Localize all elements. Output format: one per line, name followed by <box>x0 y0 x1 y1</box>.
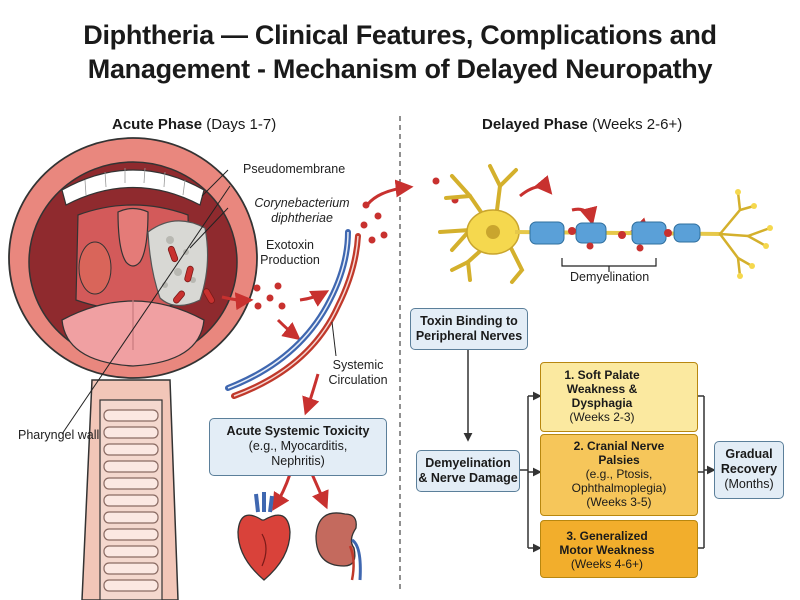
heart-icon <box>237 492 291 581</box>
stage-1-box: 1. Soft Palate Weakness & Dysphagia (Wee… <box>540 362 698 432</box>
acute-phase-label: Acute Phase <box>112 116 203 133</box>
acute-toxicity-title: Acute Systemic Toxicity <box>226 424 370 438</box>
delayed-phase-header: Delayed Phase (Weeks 2-6+) <box>482 116 682 133</box>
acute-toxicity-box: Acute Systemic Toxicity (e.g., Myocardit… <box>209 418 387 476</box>
bacterium-label-line2: diphtheriae <box>271 211 333 225</box>
acute-phase-days: (Days 1-7) <box>206 116 277 133</box>
title-line-2: Management - Mechanism of Delayed Neurop… <box>87 54 713 84</box>
recovery-box: Gradual Recovery (Months) <box>714 441 784 499</box>
demyelination-label: Demyelination <box>570 270 650 284</box>
recovery-line1: Gradual <box>725 447 773 461</box>
bacterium-label-line1: Corynebacterium <box>254 196 350 210</box>
stage-1-line3: Dysphagia <box>571 396 633 410</box>
recovery-line3: (Months) <box>724 477 774 491</box>
stage-2-line4: Ophthalmoplegia) <box>571 481 667 495</box>
stage-3-line3: (Weeks 4-6+) <box>570 557 644 571</box>
throat-illustration <box>8 137 258 600</box>
stage-2-line5: (Weeks 3-5) <box>586 495 652 509</box>
demyelination-box-line1: Demyelination <box>425 456 511 470</box>
demyelination-box: Demyelination & Nerve Damage <box>416 450 520 492</box>
stage-1-line4: (Weeks 2-3) <box>569 410 635 424</box>
page-title: Diphtheria — Clinical Features, Complica… <box>0 18 800 86</box>
exotoxin-label-line2: Production <box>260 253 320 267</box>
kidney-icon <box>315 512 362 581</box>
stage-2-line2: Palsies <box>598 453 640 467</box>
demyelination-box-line2: & Nerve Damage <box>418 471 518 485</box>
stage-1-line1: 1. Soft Palate <box>564 368 640 382</box>
toxin-binding-box: Toxin Binding to Peripheral Nerves <box>410 308 528 350</box>
acute-toxicity-line3: Nephritis) <box>271 454 325 468</box>
stage-3-line2: Motor Weakness <box>559 543 655 557</box>
delayed-phase-weeks: (Weeks 2-6+) <box>592 116 683 133</box>
toxin-binding-line1: Toxin Binding to <box>420 314 518 328</box>
stage-1-line2: Weakness & <box>566 382 638 396</box>
acute-toxicity-line2: (e.g., Myocarditis, <box>248 439 348 453</box>
stage-2-line1: 2. Cranial Nerve <box>573 439 665 453</box>
systemic-circulation-label: Systemic Circulation <box>322 358 394 388</box>
exotoxin-label-line1: Exotoxin <box>266 238 314 252</box>
delayed-phase-label: Delayed Phase <box>482 116 588 133</box>
systemic-label-line2: Circulation <box>328 373 388 387</box>
title-line-1: Diphtheria — Clinical Features, Complica… <box>83 20 717 50</box>
stage-3-box: 3. Generalized Motor Weakness (Weeks 4-6… <box>540 520 698 578</box>
pharyngeal-wall-label: Pharyngel wall <box>18 428 100 442</box>
exotoxin-label: Exotoxin Production <box>254 238 326 268</box>
recovery-line2: Recovery <box>720 462 778 476</box>
stage-2-box: 2. Cranial Nerve Palsies (e.g., Ptosis, … <box>540 434 698 516</box>
acute-phase-header: Acute Phase (Days 1-7) <box>112 116 276 133</box>
stage-2-line3: (e.g., Ptosis, <box>585 467 653 481</box>
neuron-illustration <box>438 164 773 284</box>
stage-3-line1: 3. Generalized <box>566 529 648 543</box>
pseudomembrane-label: Pseudomembrane <box>243 162 346 176</box>
systemic-label-line1: Systemic <box>332 358 384 372</box>
toxin-binding-line2: Peripheral Nerves <box>415 329 523 343</box>
bacterium-label: Corynebacterium diphtheriae <box>244 196 360 226</box>
